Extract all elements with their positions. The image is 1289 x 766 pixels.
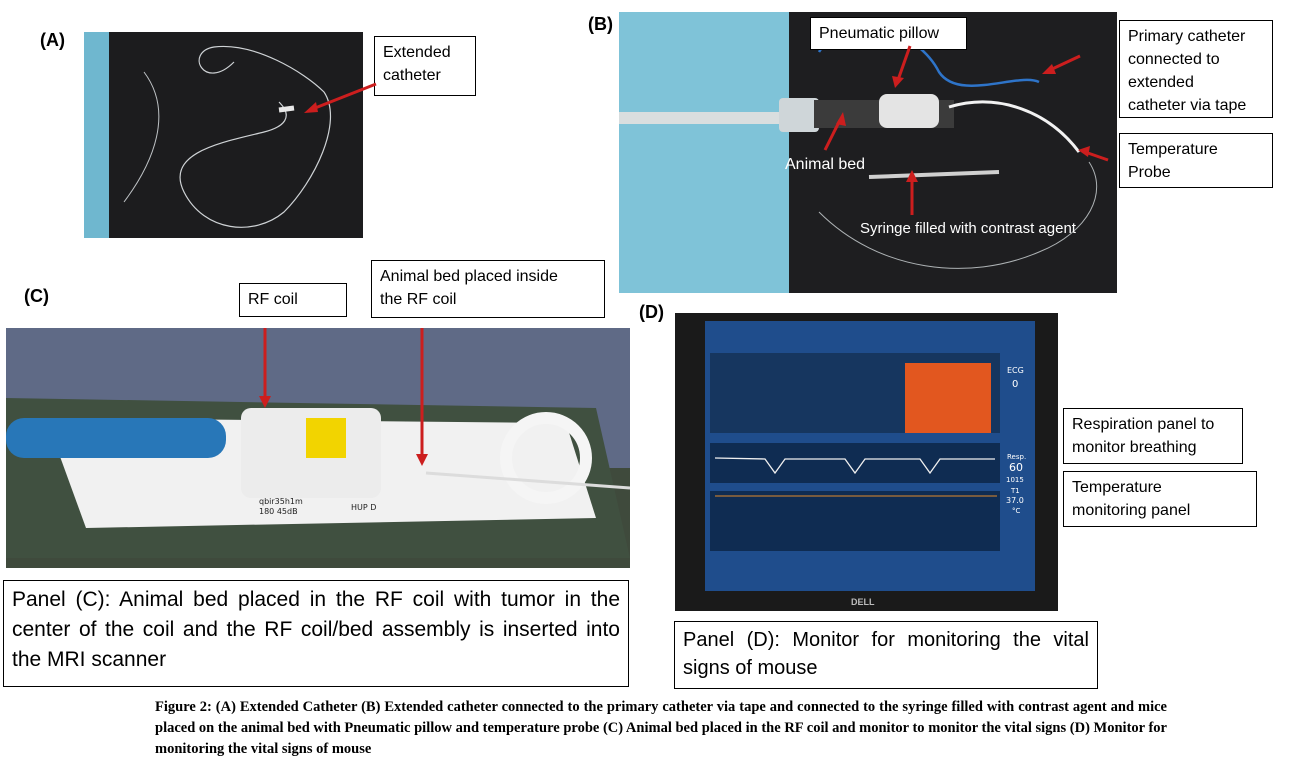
callout-line: Temperature: [1072, 479, 1162, 496]
arrow-pneumatic-pillow: [896, 45, 912, 81]
monitor-brand: DELL: [851, 597, 875, 607]
panel-d-description: Panel (D): Monitor for monitoring the vi…: [674, 621, 1098, 689]
temp-value: 37.0: [1006, 496, 1024, 505]
callout-line: Respiration panel to: [1072, 416, 1215, 433]
respiration-callout: Respiration panel to monitor breathing: [1063, 408, 1243, 464]
resp-value: 60: [1009, 461, 1023, 474]
animal-bed-inside-callout: Animal bed placed inside the RF coil: [371, 260, 605, 318]
panel-a-label: (A): [40, 30, 65, 50]
pneumatic-pillow-callout: Pneumatic pillow: [810, 17, 967, 50]
figure-caption: Figure 2: (A) Extended Catheter (B) Exte…: [155, 699, 1167, 757]
primary-catheter-callout: Primary catheter connected to extended c…: [1119, 20, 1273, 118]
extended-catheter-callout: Extended catheter: [374, 36, 476, 96]
panel-c-label: (C): [24, 286, 49, 306]
rf-coil-callout: RF coil: [239, 283, 347, 317]
temperature-probe-callout: Temperature Probe: [1119, 133, 1273, 188]
panel-b-photo: [619, 12, 1117, 293]
callout-line: Extended: [383, 44, 451, 61]
callout-line: connected to: [1128, 51, 1220, 68]
callout-line: monitoring panel: [1072, 502, 1191, 519]
syringe-label: Syringe filled with contrast agent: [860, 220, 1076, 237]
ecg-label: ECG: [1007, 366, 1024, 375]
callout-line: Animal bed placed inside: [380, 268, 558, 285]
panel-c-photo: qbir35h1m 180 45dB HUP D: [6, 328, 630, 568]
coil-text: qbir35h1m: [259, 497, 303, 506]
callout-line: monitor breathing: [1072, 439, 1197, 456]
resp-sub: 1015: [1006, 476, 1024, 484]
panel-b-arrows: [823, 45, 1109, 215]
arrow-temperature-probe: [1084, 150, 1109, 162]
ecg-value: 0: [1012, 379, 1018, 390]
coil-text: 180 45dB: [259, 507, 298, 516]
panel-c-arrows: [259, 328, 428, 466]
panel-c-description: Panel (C): Animal bed placed in the RF c…: [3, 580, 629, 687]
callout-line: Primary catheter: [1128, 28, 1246, 45]
temp-unit: °C: [1012, 507, 1021, 515]
panel-d-label: (D): [639, 302, 664, 322]
coil-text: HUP D: [351, 503, 376, 512]
animal-bed-label: Animal bed: [785, 156, 866, 173]
callout-line: extended: [1128, 74, 1194, 91]
arrow-animal-bed: [823, 119, 842, 151]
arrow-primary-catheter: [1049, 54, 1081, 72]
callout-line: Probe: [1128, 164, 1171, 181]
panel-a-photo: [84, 32, 363, 238]
callout-line: catheter via tape: [1128, 97, 1247, 114]
arrow-extended-catheter: [304, 82, 377, 113]
panel-d-photo: ECG 0 Resp. 60 1015 T1 37.0 °C DELL: [675, 313, 1058, 611]
callout-line: the RF coil: [380, 291, 457, 308]
callout-line: catheter: [383, 67, 441, 84]
resp-label: Resp.: [1007, 453, 1026, 461]
panel-b-label: (B): [588, 14, 613, 34]
temp-label: T1: [1010, 487, 1020, 495]
callout-line: Temperature: [1128, 141, 1218, 158]
temperature-monitoring-callout: Temperature monitoring panel: [1063, 471, 1257, 527]
